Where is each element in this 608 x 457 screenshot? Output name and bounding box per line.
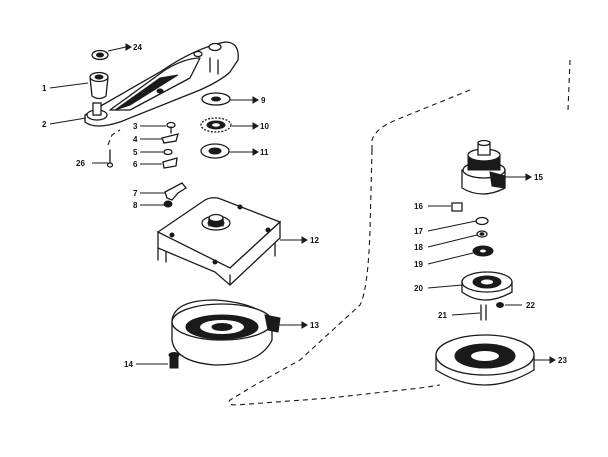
callout-13: 13 bbox=[310, 321, 319, 330]
leader-lines bbox=[49, 43, 556, 365]
right-edge-dashed-line bbox=[567, 59, 571, 111]
part-11-washer bbox=[200, 143, 230, 159]
part-17-clip bbox=[475, 216, 489, 226]
callout-16: 16 bbox=[414, 202, 423, 211]
callout-18: 18 bbox=[414, 243, 423, 252]
part-24-washer bbox=[91, 49, 109, 61]
callout-23: 23 bbox=[558, 356, 567, 365]
callout-12: 12 bbox=[310, 236, 319, 245]
callout-21: 21 bbox=[438, 311, 447, 320]
part-9-washer bbox=[201, 92, 231, 106]
part-7-lever bbox=[164, 182, 187, 201]
callout-3: 3 bbox=[133, 122, 138, 131]
callout-22: 22 bbox=[526, 301, 535, 310]
part-8-screw bbox=[163, 200, 173, 208]
part-26-pin bbox=[106, 149, 114, 168]
callout-9: 9 bbox=[261, 96, 266, 105]
part-18-washer bbox=[476, 230, 488, 238]
part-13-base-housing bbox=[171, 299, 281, 366]
assembly-dashed-path bbox=[228, 89, 471, 406]
callout-19: 19 bbox=[414, 260, 423, 269]
callout-5: 5 bbox=[133, 148, 138, 157]
callout-7: 7 bbox=[133, 189, 138, 198]
part-3-screw bbox=[166, 121, 176, 134]
part-1-handle-knob bbox=[89, 71, 109, 100]
callout-14: 14 bbox=[124, 360, 133, 369]
callout-1: 1 bbox=[42, 84, 47, 93]
callout-2: 2 bbox=[42, 120, 47, 129]
part-15-spindle bbox=[461, 139, 506, 195]
part-23-base-ring bbox=[435, 334, 535, 386]
callout-6: 6 bbox=[133, 160, 138, 169]
part-6-pawl bbox=[162, 157, 178, 169]
callout-17: 17 bbox=[414, 227, 423, 236]
callout-15: 15 bbox=[534, 173, 543, 182]
callout-24: 24 bbox=[133, 43, 142, 52]
callout-8: 8 bbox=[133, 201, 138, 210]
part-12-housing-cover bbox=[156, 197, 282, 286]
pin-dash-line bbox=[107, 129, 121, 146]
part-4-pawl bbox=[161, 133, 179, 144]
callout-4: 4 bbox=[133, 135, 138, 144]
callout-numbers: 24 1 2 9 10 11 3 4 5 6 7 8 26 12 13 14 1… bbox=[42, 43, 567, 369]
part-5-washer bbox=[163, 148, 173, 156]
part-20-ring bbox=[461, 271, 513, 301]
part-2-crank-arm bbox=[84, 41, 239, 127]
callout-10: 10 bbox=[260, 122, 269, 131]
part-14-bolt bbox=[168, 352, 180, 369]
part-21-pin bbox=[480, 304, 487, 321]
part-22-screw bbox=[496, 302, 504, 308]
part-10-gear bbox=[200, 117, 232, 133]
callout-20: 20 bbox=[414, 284, 423, 293]
part-16-key bbox=[451, 202, 463, 212]
part-19-gear bbox=[472, 245, 494, 257]
callout-26: 26 bbox=[76, 159, 85, 168]
callout-11: 11 bbox=[260, 148, 269, 157]
